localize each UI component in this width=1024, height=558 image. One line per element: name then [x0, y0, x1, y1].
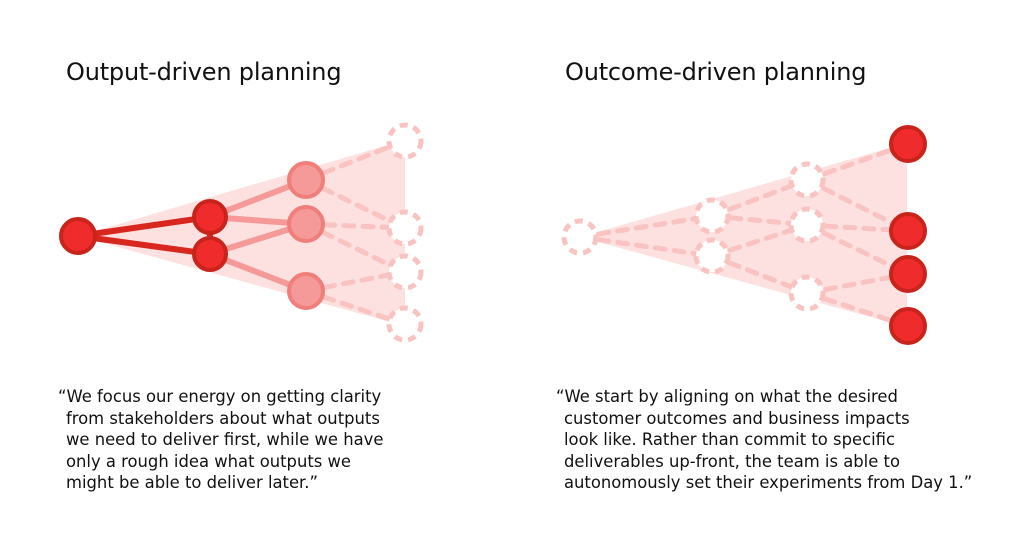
outcome-node [889, 125, 927, 163]
outcome-driven-quote: “We start by aligning on what the desire… [556, 386, 972, 494]
dashed-node [386, 253, 424, 291]
outcome-driven-tree [561, 125, 927, 345]
light-node [287, 161, 325, 199]
outcome-dashed-nodes [561, 161, 826, 312]
dashed-node [693, 197, 731, 235]
dashed-root-node [561, 218, 599, 256]
output-cone [78, 140, 405, 326]
output-driven-tree [59, 122, 424, 343]
light-node [287, 272, 325, 310]
quote-line: “We focus our energy on getting clarity [58, 387, 382, 406]
output-solid-nodes [59, 199, 228, 272]
outcome-cone [580, 143, 907, 327]
dashed-edge [577, 234, 715, 259]
solid-node [192, 199, 228, 235]
quote-line: look like. Rather than commit to specifi… [564, 430, 895, 449]
quote-line: autonomously set their experiments from … [564, 473, 973, 492]
dashed-edge [577, 213, 715, 240]
dashed-edge [804, 141, 911, 183]
dashed-node [386, 122, 424, 160]
outcome-node [889, 307, 927, 345]
outcome-node [889, 255, 927, 293]
quote-line: from stakeholders about what outputs [66, 408, 380, 428]
strong-edge [75, 214, 213, 239]
output-driven-quote: “We focus our energy on getting clarity … [58, 386, 383, 494]
strong-edge [75, 233, 213, 257]
dashed-node [788, 274, 826, 312]
dashed-node [386, 209, 424, 247]
quote-line: “We start by aligning on what the desire… [556, 387, 898, 406]
dashed-node [788, 206, 826, 244]
quote-line: might be able to deliver later.” [66, 473, 318, 492]
quote-line: customer outcomes and business impacts [564, 408, 910, 428]
quote-line: we need to deliver first, while we have [66, 430, 384, 449]
outcome-driven-title: Outcome-driven planning [565, 58, 867, 86]
dashed-node [386, 305, 424, 343]
root-node [59, 217, 97, 255]
dashed-node [788, 161, 826, 199]
quote-line: deliverables up-front, the team is able … [564, 451, 900, 471]
output-future-nodes [386, 122, 424, 343]
output-light-nodes [287, 161, 325, 310]
dashed-node [693, 237, 731, 275]
quote-line: only a rough idea what outputs we [66, 451, 352, 471]
outcome-solid-nodes [889, 125, 927, 345]
dashed-edge [303, 221, 407, 231]
solid-node [192, 236, 228, 272]
outcome-node [889, 212, 927, 250]
output-driven-title: Output-driven planning [66, 58, 342, 86]
light-node [287, 205, 325, 243]
